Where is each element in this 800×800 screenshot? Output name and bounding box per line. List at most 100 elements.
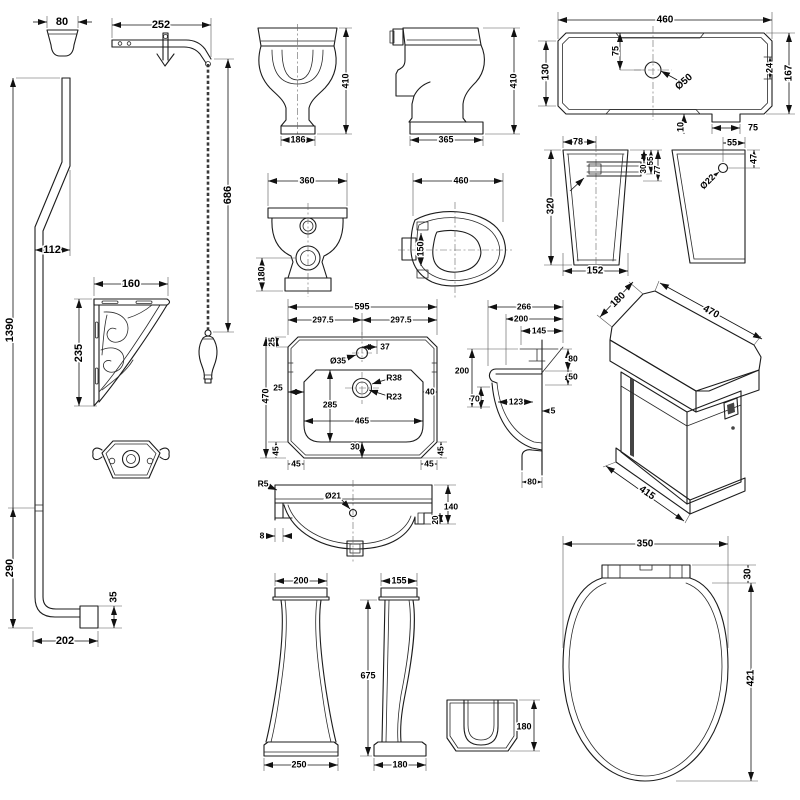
flush-pipe-drawing: [8, 77, 122, 647]
dim-label-pan-plan-inner: 150: [415, 241, 425, 256]
dim-label-cistern-plan-tab: 75: [748, 122, 758, 132]
dim-label-chain-length: 686: [222, 186, 234, 204]
dim-label-basin-front-edge: 8: [260, 530, 265, 540]
dim-label-pan-rear-outlet-height: 180: [256, 266, 266, 281]
toilet-seat-view: [562, 536, 758, 782]
dim-label-cistern-boss-30: 30: [639, 164, 648, 173]
dim-label-pan-plan-length: 460: [453, 175, 468, 185]
dim-label-cistern-front-width: 152: [587, 266, 604, 277]
pedestal-side-view: [360, 573, 427, 771]
dim-label-cabinet-depth: 180: [608, 290, 628, 310]
dim-label-basin-bowl-depth: 285: [323, 399, 337, 409]
dim-label-basin-front-height: 140: [444, 501, 458, 511]
pedestal-plan-view: [446, 699, 540, 752]
dim-label-pan-front-height: 410: [340, 73, 350, 88]
dim-label-basin-rim-left: 25: [273, 382, 283, 392]
dim-label-pan-rear-width: 360: [299, 175, 314, 185]
dim-label-pedestal-front-base: 250: [291, 759, 306, 769]
cistern-cabinet-isometric: [596, 280, 763, 524]
pan-side-view: [389, 27, 520, 146]
basin-plan-view: [260, 299, 447, 470]
dim-label-cistern-side-hole-y: 47: [748, 154, 758, 164]
dim-label-seat-length: 421: [746, 669, 757, 686]
dim-label-cistern-plan-width: 460: [657, 15, 674, 26]
dim-label-basin-section-gap: 5: [551, 405, 556, 415]
dim-label-basin-chamfer-left-v: 45: [270, 446, 280, 456]
dim-label-basin-section-70: 70: [470, 393, 480, 403]
dim-label-bracket-height: 235: [73, 344, 85, 362]
dimension-labels: 80 1390 112 290 35 202 252 686 160 235 410 186 410 36…: [2, 13, 796, 771]
dim-label-basin-front-overflow: Ø21: [325, 490, 341, 500]
pan-rear-view: [256, 173, 348, 297]
flush-cone-drawing: [33, 16, 92, 57]
dim-label-pedestal-side-top: 155: [391, 575, 406, 585]
dim-label-basin-chamfer-left-h: 45: [291, 458, 301, 468]
dim-label-flush-pipe-offset: 112: [43, 244, 61, 256]
dim-label-cabinet-width: 470: [701, 303, 721, 321]
dim-label-cistern-side-hole-dia: Ø22: [698, 172, 717, 191]
wall-bracket-drawing: [74, 277, 171, 407]
basin-side-section: [467, 300, 572, 488]
dim-label-basin-rim-right: 40: [425, 386, 435, 396]
dim-label-basin-section-123: 123: [509, 396, 523, 406]
dim-label-pan-side-height: 410: [508, 73, 518, 88]
pedestal-front-view: [263, 573, 339, 771]
dim-label-cistern-plan-depth: 167: [784, 64, 795, 81]
pan-front-view: [257, 24, 352, 146]
dim-label-basin-section-depth: 266: [517, 301, 531, 311]
cistern-front-view: [544, 136, 662, 276]
dim-label-flush-pipe-lower: 290: [4, 559, 16, 577]
dim-label-basin-front-step: 20: [431, 515, 440, 524]
dim-label-basin-section-height: 200: [455, 365, 469, 375]
bracket-arm-chain-drawing: [111, 18, 234, 384]
dim-label-basin-width: 595: [354, 301, 369, 311]
dim-label-basin-waste-outer: R38: [386, 372, 402, 382]
dim-label-outlet-height: 35: [109, 591, 120, 603]
dim-label-cistern-boss-77: 77: [653, 165, 662, 174]
dim-label-basin-half-left: 297.5: [312, 314, 334, 324]
dim-label-pan-front-base: 186: [290, 134, 305, 144]
dim-label-pedestal-plan-depth: 180: [516, 721, 531, 731]
cistern-plan-view: [538, 12, 795, 134]
dim-label-pedestal-front-top: 200: [293, 575, 308, 585]
dim-label-pan-side-base: 365: [438, 134, 453, 144]
dim-label-basin-section-145: 145: [532, 325, 546, 335]
dim-label-spout-width: 80: [56, 16, 68, 28]
dim-label-pedestal-height: 675: [360, 670, 375, 680]
dim-label-basin-waste-inner: R23: [386, 391, 402, 401]
dim-label-basin-section-80: 80: [568, 353, 578, 363]
dim-label-basin-chamfer-right-v: 45: [435, 446, 445, 456]
cistern-side-view: [671, 137, 760, 264]
dim-label-bracket-width: 160: [122, 278, 140, 290]
dim-label-basin-section-base: 80: [527, 476, 537, 486]
dim-label-cistern-plan-hole-dia: Ø50: [673, 72, 695, 93]
dim-label-basin-rim-bottom: 30: [350, 441, 360, 451]
pan-plan-view: [398, 173, 512, 298]
dim-label-seat-hinge-height: 30: [743, 568, 754, 580]
dim-label-pedestal-side-base: 180: [392, 759, 407, 769]
dim-label-outlet-run: 202: [56, 635, 74, 647]
dim-label-basin-taphole-dia: Ø35: [330, 355, 346, 365]
dim-label-basin-bowl-width: 465: [355, 415, 369, 425]
dim-label-cistern-plan-hole-offset: 75: [610, 46, 620, 56]
dim-label-basin-taphole-offset: 37: [380, 341, 390, 351]
basin-front-section: [266, 480, 456, 562]
dim-label-cistern-plan-recess: 10: [675, 122, 685, 132]
dim-label-basin-section-200t: 200: [514, 313, 528, 323]
dim-label-cistern-front-boss-offset: 78: [573, 136, 583, 146]
dim-label-cistern-boss-55: 55: [646, 156, 655, 165]
dim-label-basin-chamfer-right-h: 45: [424, 458, 434, 468]
dim-label-cistern-side-hole-x: 55: [727, 137, 737, 147]
dim-label-bracket-arm-length: 252: [152, 19, 170, 31]
dim-label-basin-section-50: 50: [568, 371, 578, 381]
dim-label-flush-pipe-length: 1390: [4, 318, 16, 342]
rosette-drawing: [92, 440, 170, 479]
dim-label-cistern-plan-step: 24: [764, 63, 774, 73]
dim-label-basin-depth: 470: [260, 388, 270, 403]
dim-label-seat-width: 350: [637, 539, 654, 550]
dim-label-basin-half-right: 297.5: [390, 314, 412, 324]
dim-label-cistern-front-height: 320: [546, 197, 557, 214]
dim-label-basin-front-radius: R5: [258, 478, 269, 488]
